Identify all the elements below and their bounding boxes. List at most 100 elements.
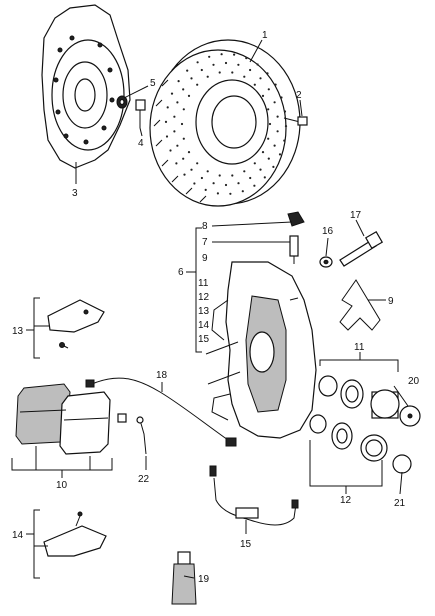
drill-hole <box>206 75 209 78</box>
callout-16: 16 <box>322 226 334 237</box>
drill-hole <box>249 176 252 180</box>
drill-hole <box>267 137 270 140</box>
drill-hole <box>165 135 169 138</box>
callout-14-bracket: 14 <box>12 530 24 541</box>
drill-hole <box>274 83 277 86</box>
bolt-part-2 <box>283 116 308 126</box>
drill-hole <box>263 176 266 179</box>
drill-hole <box>193 182 196 185</box>
leader-lines <box>75 39 409 579</box>
brake-pads-part-10 <box>15 383 111 455</box>
drill-hole <box>245 57 248 60</box>
drill-hole <box>256 63 259 66</box>
drill-hole <box>218 71 221 74</box>
bolt-part-4 <box>135 99 146 128</box>
drill-hole <box>243 75 246 78</box>
drill-hole <box>231 71 234 74</box>
callout-22: 22 <box>138 474 150 485</box>
drill-hole <box>173 130 176 133</box>
callout-17: 17 <box>350 210 362 221</box>
drill-hole <box>170 92 174 95</box>
drill-hole <box>208 55 211 58</box>
drill-hole <box>224 61 228 65</box>
dust-cap-part-21 <box>392 454 412 474</box>
bleed-cap-part-8 <box>287 211 305 227</box>
drill-hole <box>283 139 286 142</box>
bleed-screw-part-7 <box>289 235 299 264</box>
drill-hole <box>187 151 191 154</box>
drill-hole <box>261 151 265 154</box>
callout-3: 3 <box>72 188 78 199</box>
drill-hole <box>261 94 265 97</box>
drill-hole <box>180 122 184 126</box>
callout-14-left: 14 <box>198 320 210 331</box>
bolt-part-17 <box>339 230 384 267</box>
callout-21: 21 <box>394 498 406 509</box>
callout-20: 20 <box>408 376 420 387</box>
bracket-part-12 <box>309 440 383 494</box>
drill-hole <box>267 88 270 91</box>
drill-hole <box>267 108 270 111</box>
drill-hole <box>272 165 275 168</box>
shield-holes <box>53 35 115 145</box>
callout-11-left: 11 <box>198 278 209 289</box>
drill-hole <box>266 72 269 75</box>
drill-hole <box>196 162 199 165</box>
drill-hole <box>169 149 172 152</box>
sensor-clip-part-22 <box>136 416 147 455</box>
drill-hole <box>276 115 279 118</box>
drill-hole <box>204 188 207 191</box>
drill-hole <box>164 120 168 123</box>
drill-hole <box>176 101 179 104</box>
callout-15-left: 15 <box>198 334 210 345</box>
callout-5: 5 <box>150 78 156 89</box>
washer-part-5 <box>116 95 128 109</box>
bracket-part-13 <box>26 297 50 359</box>
drill-hole <box>243 170 246 173</box>
bracket-part-10 <box>11 446 113 478</box>
brake-hose-part-15 <box>209 465 299 526</box>
callout-12-left: 12 <box>198 292 210 303</box>
bracket-part-6 <box>186 227 202 353</box>
drill-hole <box>196 83 199 86</box>
callout-13-bracket: 13 <box>12 326 24 337</box>
bracket-part-14 <box>26 509 48 579</box>
disc-drill-holes <box>164 53 288 195</box>
drill-hole <box>237 182 240 185</box>
drill-hole <box>253 162 256 165</box>
callout-1: 1 <box>262 30 268 41</box>
piston-set-lower-part-12 <box>309 414 388 462</box>
drill-hole <box>196 61 199 64</box>
callout-4: 4 <box>138 138 144 149</box>
callout-19: 19 <box>198 574 210 585</box>
callout-9-left: 9 <box>202 253 208 264</box>
brake-caliper-part-6 <box>211 261 317 439</box>
drill-hole <box>200 68 203 72</box>
callout-8: 8 <box>202 221 208 232</box>
drill-hole <box>182 137 185 140</box>
drill-hole <box>249 68 252 72</box>
callout-6: 6 <box>178 267 184 278</box>
drill-hole <box>220 53 223 56</box>
drill-hole <box>175 162 178 165</box>
drill-hole <box>259 168 262 171</box>
drill-hole <box>229 192 232 195</box>
drill-hole <box>273 101 276 104</box>
drill-hole <box>177 80 180 83</box>
callout-2: 2 <box>296 90 302 101</box>
drill-hole <box>218 174 221 177</box>
grease-tube-part-19 <box>171 551 197 605</box>
drill-hole <box>216 192 219 195</box>
dust-shield-part-3 <box>41 4 131 169</box>
drill-hole <box>267 157 270 160</box>
drill-hole <box>206 170 209 173</box>
callout-11-right: 11 <box>354 342 365 353</box>
drill-hole <box>268 122 272 126</box>
callout-9-right: 9 <box>388 296 394 307</box>
drill-hole <box>190 77 193 80</box>
pointer-lines-caliper <box>205 297 299 385</box>
drill-hole <box>259 77 262 80</box>
callout-18: 18 <box>156 370 168 381</box>
drill-hole <box>273 144 276 147</box>
